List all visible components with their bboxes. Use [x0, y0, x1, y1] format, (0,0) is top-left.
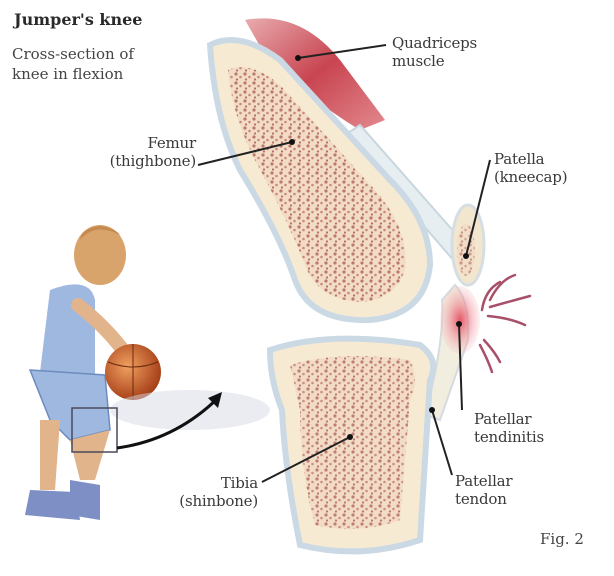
basketball-player	[25, 225, 137, 520]
label-tendinitis-line-2: tendinitis	[474, 428, 544, 446]
label-patella-line-1: Patella	[494, 150, 545, 168]
subtitle-line-1: Cross-section of	[12, 45, 134, 63]
floor-shadow	[110, 390, 270, 430]
label-tendon-line-2: tendon	[455, 490, 507, 508]
leader-dots	[289, 55, 469, 440]
label-patellar-tendinitis: Patellar tendinitis	[474, 410, 544, 446]
label-tendinitis-line-1: Patellar	[474, 410, 532, 428]
diagram-title: Jumper's knee	[14, 10, 143, 29]
figure-label: Fig. 2	[540, 530, 584, 548]
label-patella-line-2: (kneecap)	[494, 168, 568, 186]
label-patellar-tendon: Patellar tendon	[455, 472, 513, 508]
label-femur: Femur (thighbone)	[108, 134, 197, 170]
femur-bone	[206, 37, 434, 324]
label-quadriceps-line-1: Quadriceps	[392, 34, 478, 52]
label-quadriceps: Quadriceps muscle	[392, 34, 477, 70]
label-quadriceps-line-2: muscle	[392, 52, 445, 70]
diagram-subtitle: Cross-section of knee in flexion	[12, 44, 134, 84]
subtitle-line-2: knee in flexion	[12, 65, 124, 83]
label-femur-line-1: Femur	[147, 134, 196, 152]
leader-lines	[197, 44, 491, 483]
label-tibia-line-2: (shinbone)	[179, 492, 258, 510]
label-tendon-line-1: Patellar	[455, 472, 513, 490]
label-tibia: Tibia (shinbone)	[168, 474, 258, 510]
patellar-tendon	[423, 283, 480, 422]
arrow-head-icon	[208, 392, 222, 408]
basketball	[105, 344, 161, 400]
tibia-bone	[266, 335, 437, 555]
knee-highlight-box	[71, 407, 118, 453]
label-patella: Patella (kneecap)	[494, 150, 568, 186]
label-tibia-line-1: Tibia	[220, 474, 258, 492]
pain-lines	[478, 273, 532, 374]
label-femur-line-2: (thighbone)	[109, 152, 197, 170]
zoom-arrow	[116, 396, 220, 450]
